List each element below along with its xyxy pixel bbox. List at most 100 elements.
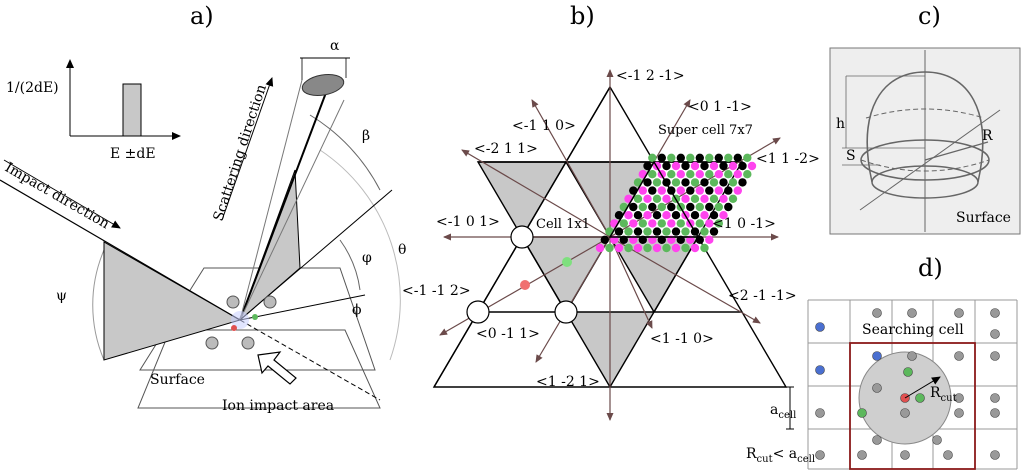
surface-projection-dashed [239, 319, 381, 401]
super-cell-atom [714, 153, 723, 162]
super-cell-atom [652, 194, 662, 203]
grid-atom [907, 308, 917, 318]
grid-atom [872, 383, 882, 393]
searching-cell-frame [849, 342, 976, 470]
alpha-label: α [330, 38, 340, 54]
a-cell-label: acell [770, 402, 796, 421]
super-cell-atom [619, 219, 628, 228]
super-cell-atom [700, 227, 709, 236]
super-cell-atom [709, 178, 719, 187]
grid-atom [990, 450, 1000, 460]
grid-atom [872, 435, 882, 445]
phi-upper-label: φ [362, 250, 372, 266]
super-cell-atom [724, 170, 733, 179]
super-cell-atom [686, 153, 695, 162]
super-cell-atom [671, 161, 681, 171]
grid-atom [990, 393, 1000, 403]
searching-cell-label: Searching cell [862, 322, 964, 338]
r-label: R [982, 128, 993, 144]
super-cell-atom [681, 243, 690, 253]
impact-direction-label: Impact direction [2, 160, 112, 233]
super-cell-atom [662, 194, 671, 203]
super-cell-atom [738, 178, 747, 187]
super-cell-atom [728, 178, 738, 187]
impact-direction-line [0, 179, 241, 321]
super-cell-atom [633, 194, 643, 203]
super-cell-atom [695, 219, 704, 228]
panel-b-letter: b) [570, 2, 595, 30]
panel-d: d) Searching cell acell Rcut Rcut< acell [746, 254, 1018, 470]
super-cell-atom [709, 161, 719, 171]
super-cell-atom [667, 170, 676, 179]
direction-label: <1 -1 0> [650, 331, 714, 347]
super-cell-atom [676, 153, 685, 162]
super-cell-atom [638, 186, 647, 195]
super-cell-atom [629, 219, 638, 228]
direction-label: <-1 0 1> [436, 214, 500, 230]
super-cell-atom [662, 211, 671, 220]
theta-arc [319, 149, 401, 361]
grid-atom [915, 393, 925, 403]
super-cell-atom [676, 235, 685, 244]
super-cell-atom [681, 161, 690, 171]
scattering-direction-label: Scattering direction [211, 83, 270, 224]
super-cell-atom [747, 161, 757, 171]
panel-a: a) 1/(2dE) E ±dE [0, 2, 406, 414]
direction-label: <-1 1 0> [512, 118, 576, 134]
inset-x-label: E ±dE [110, 146, 156, 162]
super-cell-atom [705, 153, 714, 162]
super-cell-atom [709, 211, 719, 220]
super-cell-atom [662, 243, 671, 253]
super-cell-atom [690, 211, 700, 220]
super-cell-atoms [595, 153, 757, 253]
super-cell-atom [686, 186, 695, 195]
phi-lower-label: ϕ [352, 302, 362, 318]
grid-atom [932, 435, 942, 445]
super-cell-atom [686, 170, 695, 179]
super-cell-atom [719, 161, 728, 171]
super-cell-atom [690, 243, 700, 253]
panel-a-letter: a) [190, 2, 214, 30]
s-label: S [846, 148, 856, 164]
super-cell-atom [724, 153, 733, 162]
grid-atom [900, 450, 910, 460]
grid-atom [815, 322, 825, 332]
super-cell-atom [629, 235, 638, 244]
cell-1x1-atom [510, 225, 534, 249]
super-cell-atom [648, 219, 657, 228]
super-cell-atom [652, 211, 662, 220]
super-cell-atom [700, 211, 709, 220]
super-cell-atom [733, 186, 742, 195]
theta-label: θ [398, 242, 406, 258]
super-cell-atom [624, 227, 633, 236]
grid-atom [903, 367, 913, 377]
super-cell-atom [633, 227, 643, 236]
super-cell-atom [690, 194, 700, 203]
super-cell-atom [695, 170, 704, 179]
super-cell-atom [743, 153, 752, 162]
direction-label: <0 1 -1> [688, 99, 752, 115]
grid-atom [857, 450, 867, 460]
super-cell-atom [614, 243, 624, 253]
direction-label: <0 -1 1> [476, 326, 540, 342]
grid-atom [857, 408, 867, 418]
direction-label: <1 1 -2> [756, 151, 820, 167]
super-cell-atom [705, 235, 714, 244]
c-surface-label: Surface [956, 210, 1011, 226]
grid-atom [900, 408, 910, 418]
beta-arc [309, 114, 381, 191]
ion-impact-area-label: Ion impact area [222, 398, 334, 414]
super-cell-atom [714, 170, 723, 179]
super-cell-atom [709, 194, 719, 203]
super-cell-atom [624, 243, 633, 253]
grid-atom [872, 351, 882, 361]
panel-d-letter: d) [918, 254, 943, 282]
super-cell-atom [638, 219, 647, 228]
super-cell-atom [728, 161, 738, 171]
grid-atom [815, 450, 825, 460]
super-cell-atom [686, 235, 695, 244]
grid-atom [954, 308, 964, 318]
psi-arc [92, 249, 105, 361]
super-cell-atom [695, 186, 704, 195]
